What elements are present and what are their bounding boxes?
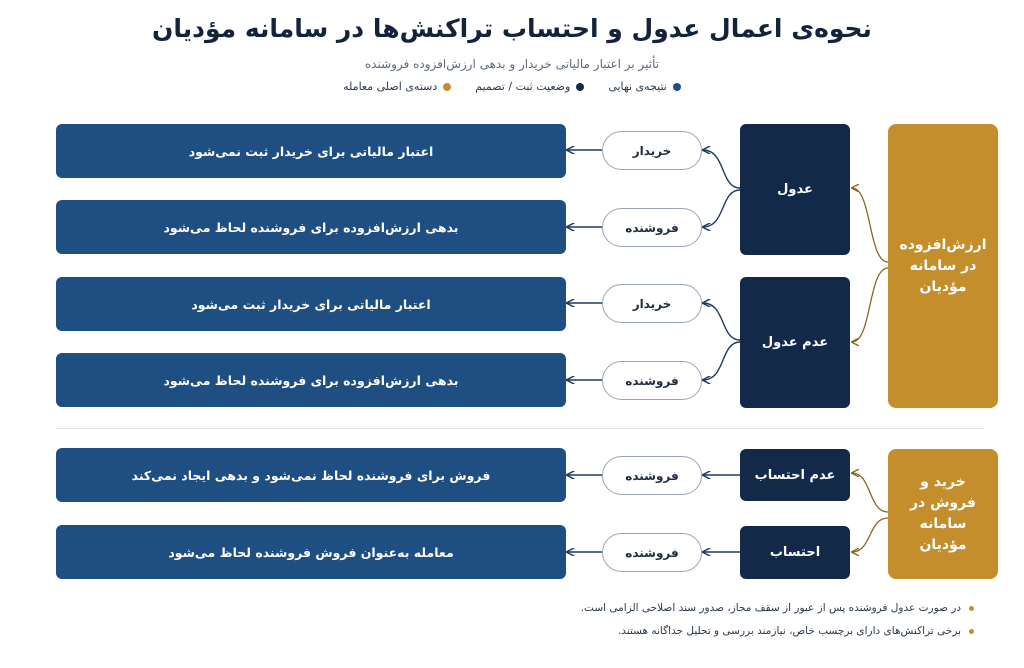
- result-box: بدهی ارزش‌افزوده برای فروشنده لحاظ می‌شو…: [56, 353, 566, 407]
- legend-dot-category: [443, 82, 452, 91]
- connector-status2-party4: [703, 341, 741, 380]
- footnote-text: در صورت عدول فروشنده پس از عبور از سقف م…: [580, 602, 961, 614]
- footnote-item: در صورت عدول فروشنده پس از عبور از سقف م…: [274, 602, 974, 614]
- party-seller: فروشنده: [602, 533, 702, 572]
- status-box-not-counted: عدم احتساب: [740, 449, 850, 501]
- page-subtitle: تأثیر بر اعتبار مالیاتی خریدار و بدهی ار…: [364, 57, 660, 71]
- page-title: نحوه‌ی اعمال عدول و احتساب تراکنش‌ها در …: [152, 14, 872, 43]
- legend: نتیجه‌ی نهایی وضعیت ثبت / تصمیم دسته‌ی ا…: [0, 80, 1024, 93]
- connector-status1-party1: [703, 150, 741, 189]
- legend-item-result: نتیجه‌ی نهایی: [608, 80, 681, 93]
- bullet-icon: [969, 628, 974, 634]
- party-buyer: خریدار: [602, 131, 702, 170]
- party-seller: فروشنده: [602, 456, 702, 495]
- status-box-deviation: عدول: [740, 124, 850, 255]
- connector-cat1-status2: [852, 267, 889, 342]
- section-divider: [56, 428, 984, 429]
- footnotes: در صورت عدول فروشنده پس از عبور از سقف م…: [274, 602, 974, 648]
- party-buyer: خریدار: [602, 284, 702, 323]
- legend-dot-result: [672, 82, 681, 91]
- result-box: بدهی ارزش‌افزوده برای فروشنده لحاظ می‌شو…: [56, 200, 566, 254]
- party-seller: فروشنده: [602, 208, 702, 247]
- category-box-purchase-sale: خرید و فروش در سامانه مؤدیان: [888, 449, 998, 579]
- connector-cat1-status1: [852, 188, 889, 263]
- connector-cat2-status4: [852, 517, 889, 552]
- footnote-item: برخی تراکنش‌های دارای برچسب خاص، نیازمند…: [274, 625, 974, 637]
- legend-label: دسته‌ی اصلی معامله: [343, 80, 438, 93]
- connector-status2-party3: [703, 303, 741, 341]
- status-box-no-deviation: عدم عدول: [740, 277, 850, 408]
- result-box: فروش برای فروشنده لحاظ نمی‌شود و بدهی ای…: [56, 448, 566, 502]
- result-box: اعتبار مالیاتی برای خریدار ثبت می‌شود: [56, 277, 566, 331]
- result-box: معامله به‌عنوان فروش فروشنده لحاظ می‌شود: [56, 525, 566, 579]
- legend-item-status: وضعیت ثبت / تصمیم: [475, 80, 585, 93]
- category-box-vat: ارزش‌افزوده در سامانه مؤدیان: [888, 124, 998, 408]
- legend-label: نتیجه‌ی نهایی: [608, 80, 667, 93]
- footnote-text: برخی تراکنش‌های دارای برچسب خاص، نیازمند…: [617, 625, 961, 637]
- legend-item-category: دسته‌ی اصلی معامله: [343, 80, 452, 93]
- bullet-icon: [969, 605, 974, 611]
- connector-status1-party2: [703, 189, 741, 227]
- legend-dot-status: [576, 82, 585, 91]
- legend-label: وضعیت ثبت / تصمیم: [475, 80, 571, 93]
- result-box: اعتبار مالیاتی برای خریدار ثبت نمی‌شود: [56, 124, 566, 178]
- connector-cat2-status3: [852, 473, 889, 513]
- party-seller: فروشنده: [602, 361, 702, 400]
- status-box-counted: احتساب: [740, 526, 850, 579]
